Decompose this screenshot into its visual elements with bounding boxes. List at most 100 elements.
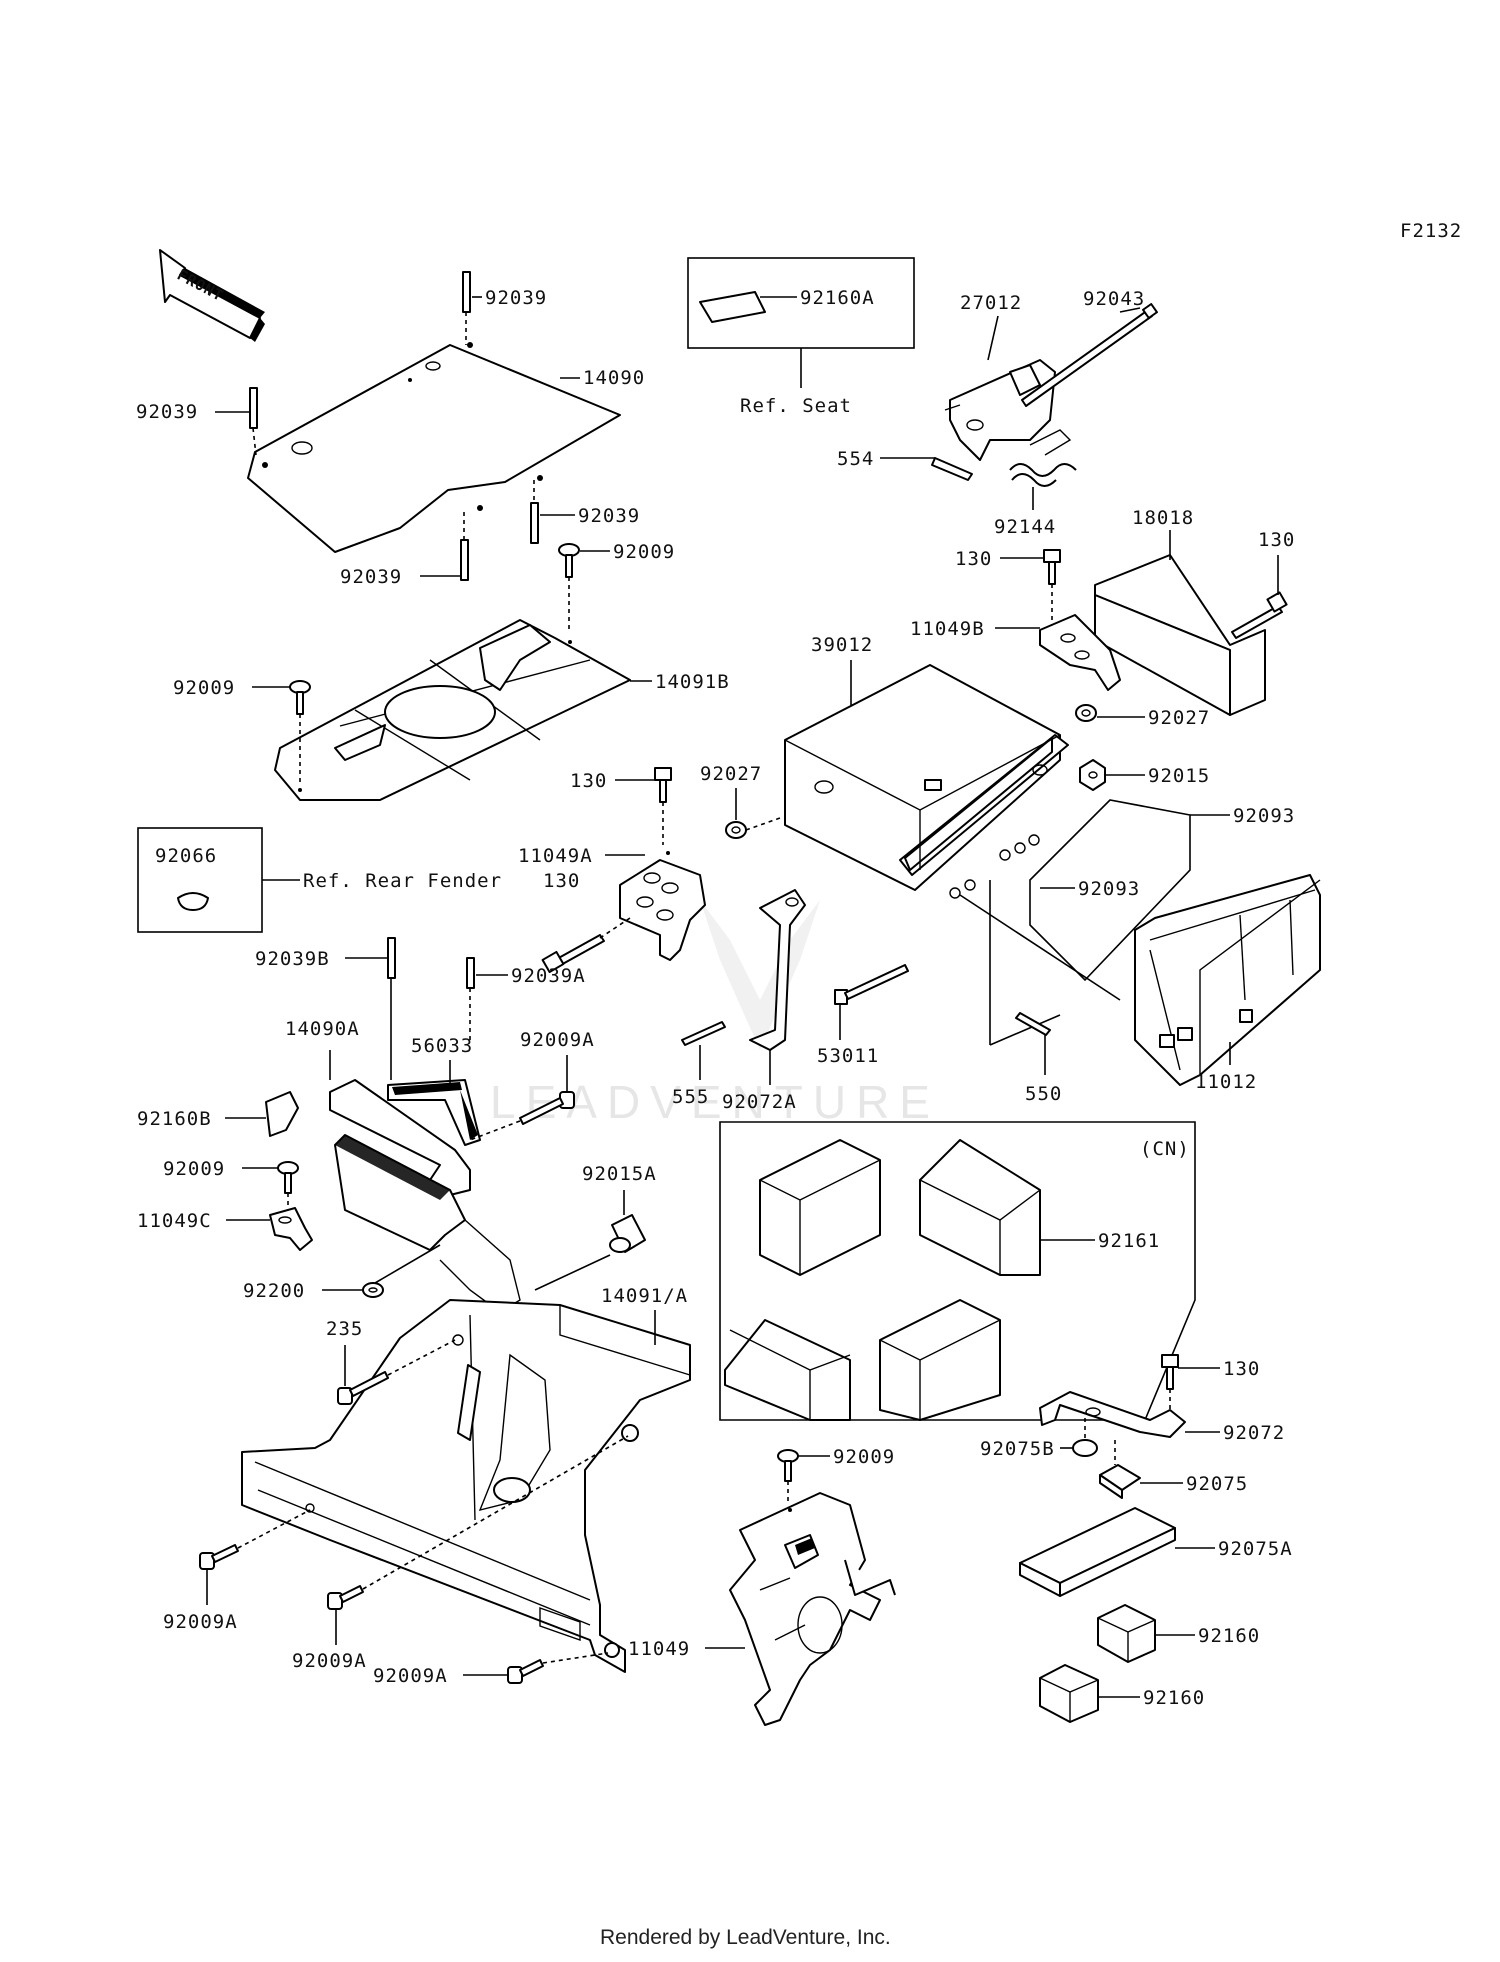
part-550-pin [1015, 1012, 1051, 1036]
label-92039: 92039 [578, 505, 640, 527]
washer-92200 [362, 1244, 441, 1298]
label-550: 550 [1025, 1083, 1062, 1105]
bolt-130-c [654, 767, 672, 845]
front-arrow-icon: FRONT [159, 249, 265, 342]
part-39012-battery-box [784, 664, 1069, 899]
part-92075A-pad [1019, 1507, 1176, 1597]
cn-box-label: (CN) [1140, 1138, 1190, 1160]
screw-92009A-top [469, 1091, 575, 1141]
label-92009A: 92009A [373, 1665, 448, 1687]
label-53011: 53011 [817, 1045, 879, 1067]
part-14091A-guard [241, 1299, 691, 1673]
label-92039B: 92039B [255, 948, 330, 970]
part-92144-spring [1009, 429, 1077, 487]
label-11049B: 11049B [910, 618, 985, 640]
seat-ref-text: Ref. Seat [740, 395, 852, 417]
label-92009: 92009 [173, 677, 235, 699]
part-92072-bracket [1039, 1391, 1186, 1438]
part-11049B-bracket [1039, 614, 1121, 691]
bolt-130-a [1043, 549, 1061, 625]
label-14091B: 14091B [655, 671, 730, 693]
rear-fender-ref-part: 92066 [155, 845, 217, 867]
watermark-logo [700, 900, 820, 1050]
label-92200: 92200 [243, 1280, 305, 1302]
label-92160: 92160 [1143, 1687, 1205, 1709]
screw-92009A-mid [327, 1435, 629, 1610]
label-56033: 56033 [411, 1035, 473, 1057]
washer-92027-right [1075, 704, 1097, 722]
label-130: 130 [570, 770, 607, 792]
label-92072: 92072 [1223, 1422, 1285, 1444]
gasket-92093-outer [1029, 799, 1230, 982]
label-130: 130 [1258, 529, 1295, 551]
washer-92027-left [725, 788, 747, 839]
label-92075: 92075 [1186, 1473, 1248, 1495]
label-39012: 39012 [811, 634, 873, 656]
pin-92039-top [462, 271, 471, 345]
label-92009: 92009 [163, 1158, 225, 1180]
part-92043-bolt [1021, 303, 1158, 407]
part-11049C-bracket [269, 1207, 313, 1251]
label-92039: 92039 [136, 401, 198, 423]
label-92009A: 92009A [163, 1611, 238, 1633]
part-554-pin [931, 457, 973, 481]
part-14090-plate [247, 342, 621, 553]
pin-92039-left [249, 387, 258, 456]
label-92160: 92160 [1198, 1625, 1260, 1647]
part-92075-pad [1099, 1440, 1141, 1499]
label-92015: 92015 [1148, 765, 1210, 787]
label-92009: 92009 [613, 541, 675, 563]
label-14090A: 14090A [285, 1018, 360, 1040]
label-555: 555 [672, 1086, 709, 1108]
part-92161-pad-3 [724, 1319, 851, 1421]
ref-rear-fender-box: 92066 Ref. Rear Fender [137, 827, 502, 933]
label-92009A: 92009A [292, 1650, 367, 1672]
screw-92009-c [277, 1161, 299, 1210]
label-92161: 92161 [1098, 1230, 1160, 1252]
label-92009: 92009 [833, 1446, 895, 1468]
bolt-130-d [541, 917, 631, 974]
label-92039A: 92039A [511, 965, 586, 987]
label-92015A: 92015A [582, 1163, 657, 1185]
label-92039: 92039 [340, 566, 402, 588]
label-11049: 11049 [628, 1638, 690, 1660]
label-27012: 27012 [960, 292, 1022, 314]
screw-92009A-left [199, 1509, 311, 1570]
label-92075B: 92075B [980, 1438, 1055, 1460]
label-92043: 92043 [1083, 288, 1145, 310]
label-92009A: 92009A [520, 1029, 595, 1051]
label-92144: 92144 [994, 516, 1056, 538]
rear-fender-ref-text: Ref. Rear Fender [303, 870, 502, 892]
label-92093: 92093 [1078, 878, 1140, 900]
part-92161-pad-2 [919, 1139, 1041, 1276]
part-11049-bracket [729, 1492, 896, 1726]
part-92161-pad-4 [879, 1299, 1001, 1421]
bolt-235 [337, 1339, 456, 1405]
screw-92009-d [777, 1449, 799, 1505]
label-92075A: 92075A [1218, 1538, 1293, 1560]
pin-92039-mid [530, 480, 539, 544]
part-92160-block-1 [1097, 1604, 1156, 1663]
part-92072A-bracket [749, 889, 806, 1051]
bolt-53011 [834, 964, 909, 1005]
part-11049A-bracket [619, 851, 706, 961]
bolt-130-b [1231, 591, 1288, 639]
part-14090A-cover [329, 1079, 521, 1313]
screw-92009-top [558, 543, 580, 632]
part-56033-decal [387, 1079, 481, 1146]
pin-92039B [387, 937, 396, 1080]
label-14091A: 14091/A [601, 1285, 688, 1307]
label-235: 235 [326, 1318, 363, 1340]
label-92027: 92027 [1148, 707, 1210, 729]
part-11012-battery [1134, 874, 1321, 1086]
footer-credit: Rendered by LeadVenture, Inc. [600, 1926, 891, 1949]
label-11012: 11012 [1195, 1071, 1257, 1093]
label-130: 130 [543, 870, 580, 892]
screw-92009A-bottom [507, 1652, 609, 1684]
part-18018-plate [1094, 530, 1266, 716]
label-11049C: 11049C [137, 1210, 212, 1232]
part-14091B-mat [274, 619, 631, 801]
part-92160B-pad [265, 1091, 299, 1137]
label-92072A: 92072A [722, 1091, 797, 1113]
ref-seat-box: 92160A Ref. Seat [687, 257, 915, 417]
